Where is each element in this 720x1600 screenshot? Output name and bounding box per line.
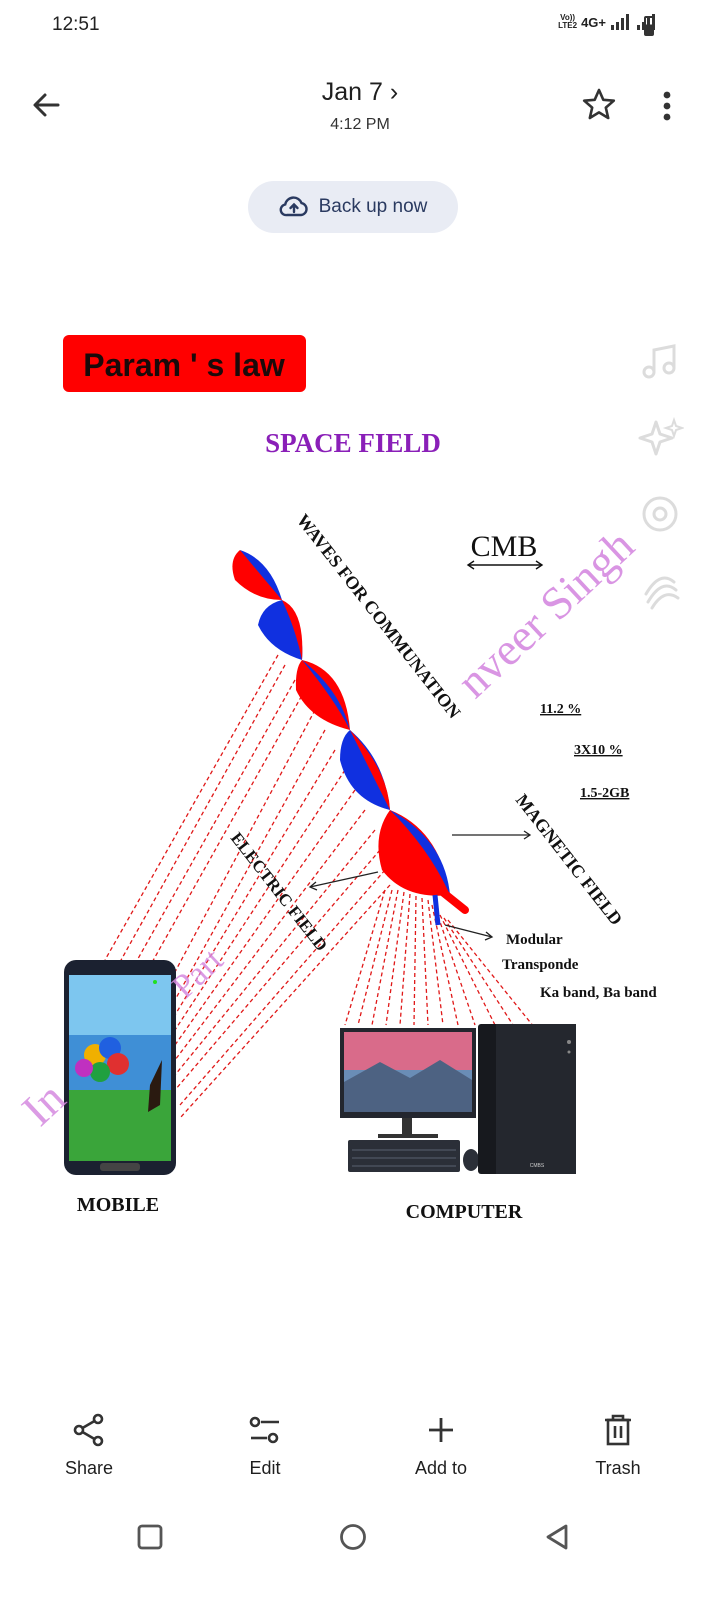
bands-label: Ka band, Ba band [540,985,657,1001]
photo-date[interactable]: Jan 7 › [321,78,399,106]
stat-1: 11.2 % [540,702,581,717]
back-triangle-icon[interactable] [537,1517,577,1557]
law-badge-text: Param ' s law [83,347,285,383]
magnetic-field-label: MAGNETIC FIELD [512,790,627,929]
add-to-label: Add to [414,1458,468,1478]
signal-icon [611,14,629,30]
share-label: Share [64,1458,114,1478]
more-vert-icon[interactable] [652,86,682,126]
field-arrows [308,830,532,941]
photo-action-bar: Share Edit Add to Trash [0,1400,720,1510]
electric-field-label: ELECTRIC FIELD [227,829,331,955]
wave-pattern [232,550,469,926]
modular-label: Modular [506,932,563,948]
computer-illustration: CMBS [340,1024,576,1174]
status-time: 12:51 [52,14,100,35]
trash-label: Trash [595,1458,641,1478]
magic-sparkle-icon[interactable] [636,414,684,462]
stat-3: 1.5-2GB [580,786,629,801]
edit-label: Edit [249,1458,281,1478]
trash-icon [605,1414,631,1446]
motion-effect-icon[interactable] [636,564,684,612]
share-button[interactable]: Share [29,1400,149,1479]
edit-button[interactable]: Edit [205,1400,325,1479]
music-note-icon[interactable] [636,338,684,386]
back-up-now-button[interactable]: Back up now [248,181,458,233]
computer-label: COMPUTER [406,1201,523,1223]
volte-indicator: Vo)) LTE2 [558,13,578,30]
photo-image: Param ' s law SPACE FIELD CMB WAVES FOR … [12,335,657,1223]
mobile-label: MOBILE [77,1194,159,1216]
photo-header: Jan 7 › 4:12 PM [0,60,720,160]
law-badge [63,335,306,392]
back-up-now-label: Back up now [318,196,428,217]
share-icon [73,1413,104,1447]
star-icon[interactable] [578,84,620,126]
cloud-upload-icon [279,196,308,217]
cmb-arrow [466,560,544,570]
network-type: 4G+ [581,14,606,30]
photo-time: 4:12 PM [330,116,390,133]
back-arrow-icon[interactable] [26,85,66,125]
photo-viewer[interactable]: Param ' s law SPACE FIELD CMB WAVES FOR … [0,300,720,1340]
space-field-title: SPACE FIELD [265,428,441,458]
system-nav-bar [0,1505,720,1565]
battery-icon [644,16,654,36]
plus-icon [429,1418,453,1442]
edit-sliders-icon [249,1416,279,1444]
trash-button[interactable]: Trash [558,1400,678,1479]
photo-side-tools [630,330,690,620]
transponder-label: Transponde [502,957,579,973]
lens-icon[interactable] [636,490,684,538]
stat-2: 3X10 % [574,743,623,758]
add-to-button[interactable]: Add to [381,1400,501,1479]
status-icons: Vo)) LTE2 4G+ [558,14,658,30]
mobile-phone-illustration [64,960,176,1175]
home-circle-icon[interactable] [333,1517,373,1557]
recents-square-icon[interactable] [130,1517,170,1557]
status-bar: 12:51 Vo)) LTE2 4G+ [0,0,720,52]
cmb-label: CMB [471,530,538,563]
signal-rays [104,654,539,1119]
case-brand: CMBS [530,1163,545,1169]
